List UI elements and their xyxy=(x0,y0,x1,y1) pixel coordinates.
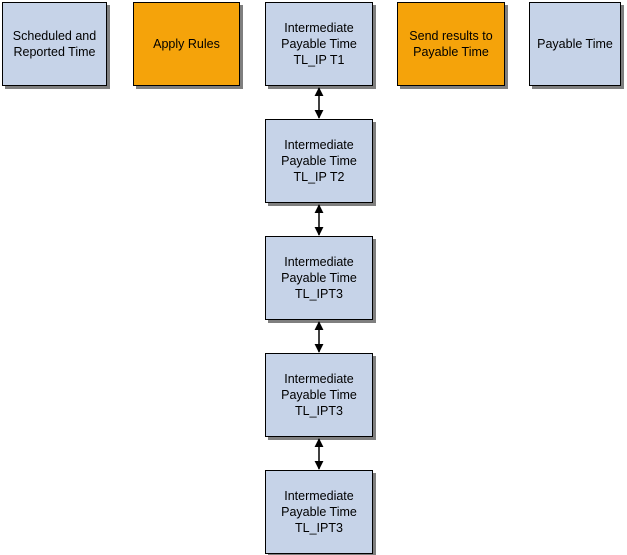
node-label: Send results to Payable Time xyxy=(409,29,493,59)
node-intermediate-payable-time-t3-b: Intermediate Payable Time TL_IPT3 xyxy=(265,353,373,437)
node-intermediate-payable-time-t2: Intermediate Payable Time TL_IP T2 xyxy=(265,119,373,203)
node-label: Scheduled and Reported Time xyxy=(12,29,97,59)
node-label: Intermediate Payable Time TL_IP T2 xyxy=(281,138,357,184)
node-label: Apply Rules xyxy=(153,37,220,51)
node-intermediate-payable-time-t3-c: Intermediate Payable Time TL_IPT3 xyxy=(265,470,373,554)
node-label: Intermediate Payable Time TL_IPT3 xyxy=(281,489,357,535)
node-label: Intermediate Payable Time TL_IPT3 xyxy=(281,255,357,301)
node-label: Intermediate Payable Time TL_IP T1 xyxy=(281,21,357,67)
node-scheduled-reported-time: Scheduled and Reported Time xyxy=(2,2,107,86)
node-payable-time: Payable Time xyxy=(529,2,621,86)
node-label: Intermediate Payable Time TL_IPT3 xyxy=(281,372,357,418)
node-send-results: Send results to Payable Time xyxy=(397,2,505,86)
node-intermediate-payable-time-t3-a: Intermediate Payable Time TL_IPT3 xyxy=(265,236,373,320)
node-apply-rules: Apply Rules xyxy=(133,2,240,86)
node-intermediate-payable-time-t1: Intermediate Payable Time TL_IP T1 xyxy=(265,2,373,86)
node-label: Payable Time xyxy=(537,37,613,51)
